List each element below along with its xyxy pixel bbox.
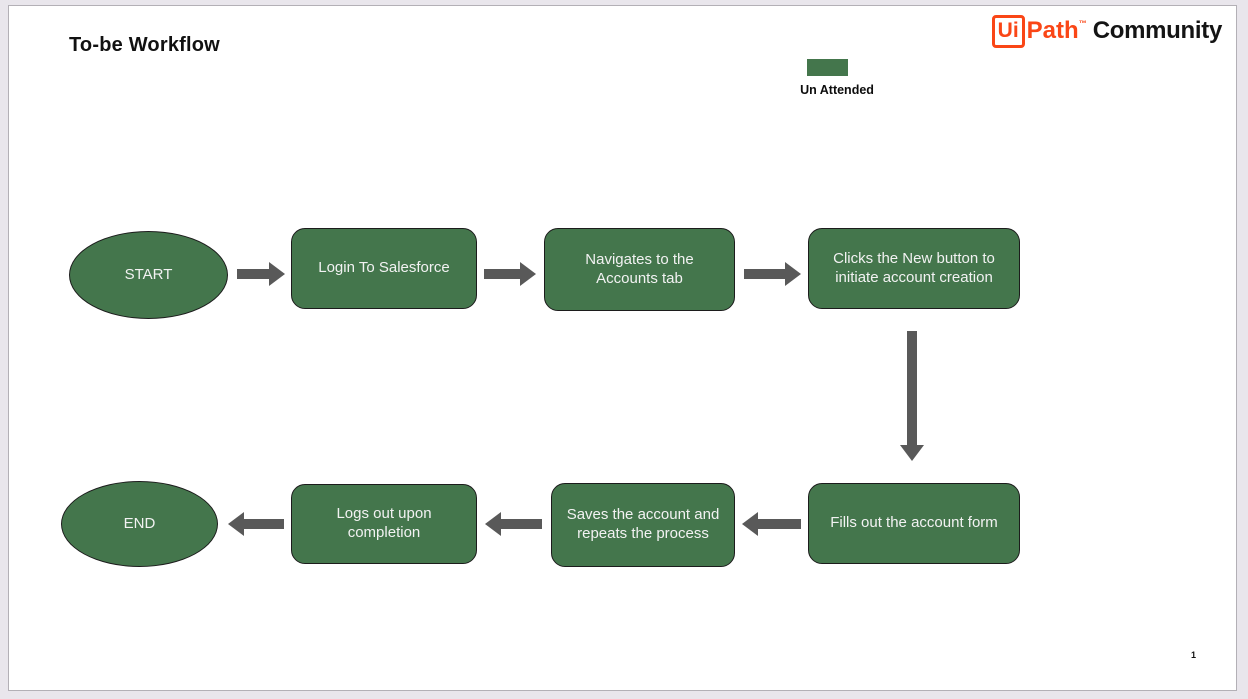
page-number: 1	[1190, 650, 1196, 660]
flowchart-step-navigate-accounts: Navigates to the Accounts tab	[544, 228, 735, 311]
arrow-right-icon	[744, 262, 801, 286]
arrow-right-icon	[237, 262, 285, 286]
flowchart-step-save-repeat: Saves the account and repeats the proces…	[551, 483, 735, 567]
flowchart-step-click-new: Clicks the New button to initiate accoun…	[808, 228, 1020, 309]
legend: Un Attended	[792, 59, 882, 97]
flowchart-start-node: START	[69, 231, 228, 319]
slide-title: To-be Workflow	[69, 34, 220, 56]
community-wordmark: Community	[1092, 17, 1223, 44]
uipath-community-logo: Ui Path™ Community	[991, 14, 1223, 48]
arrow-left-icon	[485, 512, 542, 536]
arrow-left-icon	[228, 512, 284, 536]
arrow-left-icon	[742, 512, 801, 536]
flowchart-step-logout: Logs out upon completion	[291, 484, 477, 564]
arrow-down-icon	[900, 331, 924, 461]
uipath-ui-mark-icon: Ui	[991, 14, 1025, 48]
arrow-right-icon	[484, 262, 536, 286]
flowchart-end-node: END	[61, 481, 218, 567]
uipath-path-wordmark: Path™	[1026, 17, 1087, 44]
legend-unattended-swatch	[807, 59, 848, 76]
legend-unattended-label: Un Attended	[800, 83, 874, 97]
flowchart-step-fill-form: Fills out the account form	[808, 483, 1020, 564]
slide-canvas: To-be Workflow Ui Path™ Community Un Att…	[8, 5, 1237, 691]
trademark-symbol: ™	[1078, 19, 1087, 28]
flowchart-step-login: Login To Salesforce	[291, 228, 477, 309]
